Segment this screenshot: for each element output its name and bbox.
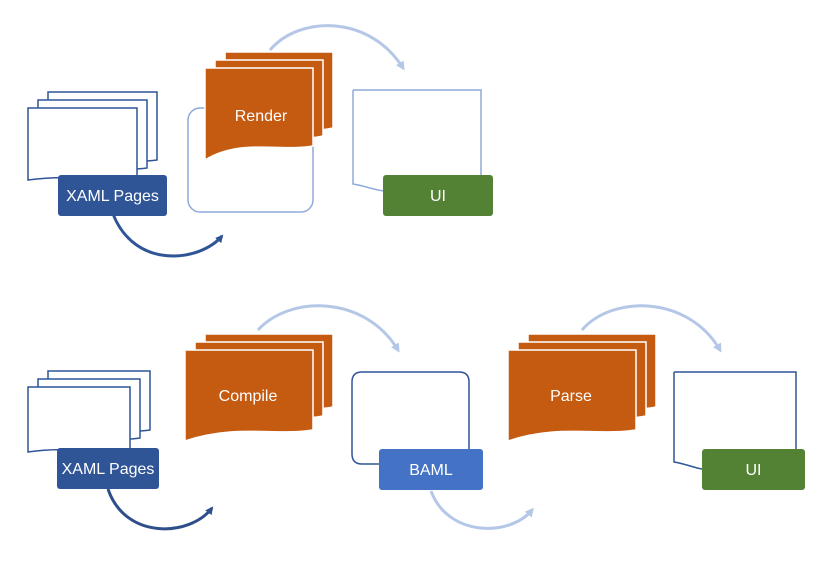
render-label: Render	[235, 108, 288, 125]
svg-text:UI: UI	[430, 188, 446, 205]
svg-text:BAML: BAML	[409, 462, 453, 479]
arrow-parse-to-ui	[580, 304, 722, 353]
arrow-render-to-ui	[268, 24, 405, 71]
svg-text:XAML Pages: XAML Pages	[66, 188, 159, 205]
arrow-baml-to-parse	[429, 490, 534, 530]
ui-label-top: UI	[383, 175, 493, 216]
compile-process-stack	[184, 333, 334, 443]
baml-container-outline	[351, 371, 470, 465]
svg-text:UI: UI	[746, 462, 762, 479]
render-process-stack	[187, 51, 334, 213]
arrow-xaml-to-compile	[106, 488, 214, 531]
ui-label-bottom: UI	[702, 449, 805, 490]
arrow-xaml-to-render	[111, 213, 224, 258]
parse-process-stack	[507, 333, 657, 443]
xaml-pages-document-stack-top	[27, 91, 158, 181]
xaml-pages-document-stack-bottom	[27, 370, 151, 453]
ui-result-document-top	[352, 89, 482, 192]
xaml-pages-label-bottom: XAML Pages	[57, 448, 159, 489]
ui-result-document-bottom	[673, 371, 797, 470]
arrow-compile-to-baml	[256, 304, 400, 353]
parse-label: Parse	[550, 388, 592, 405]
compile-label: Compile	[219, 388, 278, 405]
svg-text:XAML Pages: XAML Pages	[62, 461, 155, 478]
xaml-pages-label-top: XAML Pages	[58, 175, 167, 216]
baml-label: BAML	[379, 449, 483, 490]
